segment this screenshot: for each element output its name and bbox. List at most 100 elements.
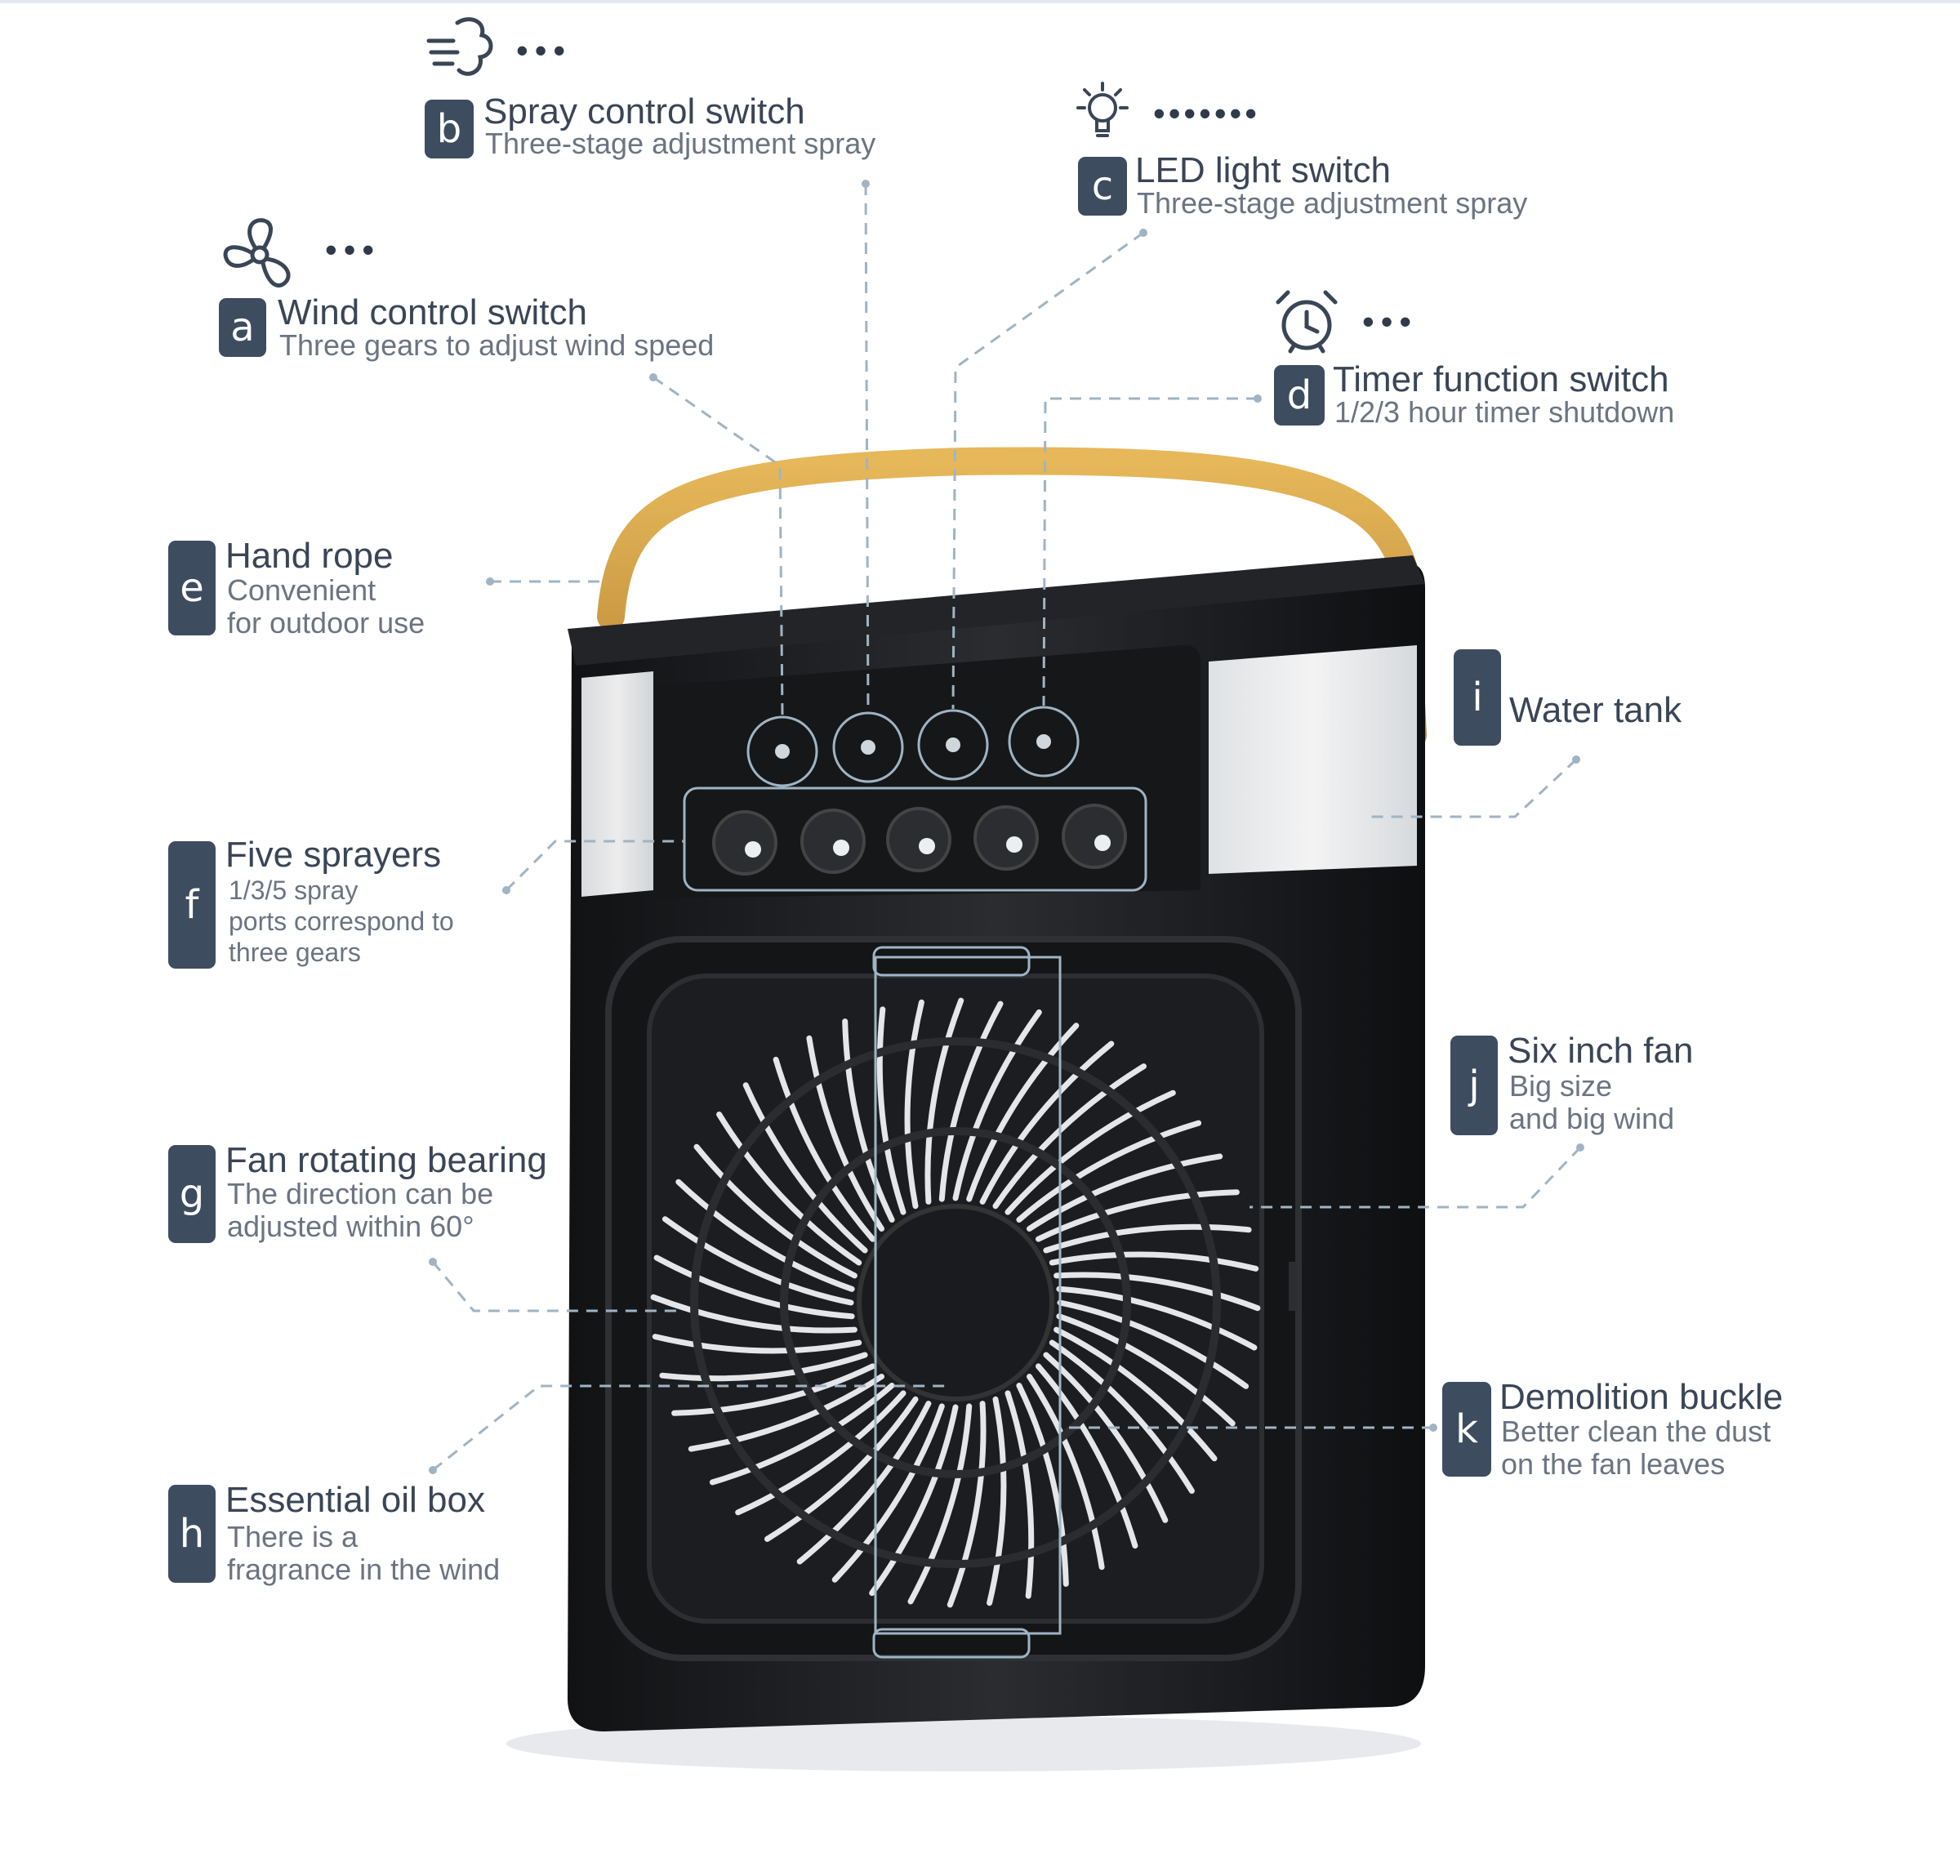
fan-spoke xyxy=(1027,1374,1105,1571)
fan-spoke xyxy=(653,1254,855,1320)
label-e-line-1: Convenient xyxy=(227,573,376,607)
badge-f: f xyxy=(168,841,216,969)
fan-spoke xyxy=(952,1009,1042,1201)
badge-e: e xyxy=(168,541,216,635)
badge-a: a xyxy=(219,298,266,357)
label-b-line-1: Three-stage adjustment spray xyxy=(485,127,876,160)
buckle-top xyxy=(872,946,1031,977)
wind-button xyxy=(746,715,818,787)
sprayer-frame xyxy=(683,786,1147,892)
fan-spoke xyxy=(735,1390,906,1516)
fan-spoke xyxy=(1056,1313,1236,1427)
fan-spoke xyxy=(1004,1090,1176,1215)
fan-grille-spokes xyxy=(650,997,1261,1608)
label-f-line-2: ports correspond to xyxy=(229,907,454,936)
fan-rings xyxy=(690,1037,1221,1568)
fan-spoke xyxy=(1027,1153,1223,1232)
label-c-title: LED light switch xyxy=(1135,150,1392,190)
fan-hub xyxy=(857,1204,1054,1401)
leader-lines xyxy=(431,183,1582,1472)
fan-spoke xyxy=(1004,1390,1035,1599)
fan-spoke xyxy=(979,1040,1115,1205)
label-j-line-2: and big wind xyxy=(1509,1102,1675,1135)
fan-spoke xyxy=(671,1363,875,1416)
badge-j: j xyxy=(1450,1036,1498,1135)
spray-button xyxy=(832,711,904,783)
fan-spoke xyxy=(1043,1352,1169,1523)
badge-c: c xyxy=(1078,157,1127,216)
label-g-line-2: adjusted within 60° xyxy=(227,1210,474,1243)
label-f-line-3: three gears xyxy=(229,938,361,967)
fan-spoke xyxy=(1036,1363,1138,1549)
fan-spoke xyxy=(675,1179,855,1292)
fan-spoke xyxy=(1043,1223,1252,1254)
fan-icon xyxy=(223,218,291,287)
label-k-line-1: Better clean the dust xyxy=(1501,1415,1771,1448)
label-b-title: Spray control switch xyxy=(483,91,805,131)
fan-spoke xyxy=(907,1403,973,1605)
water-tank-left-window xyxy=(581,671,653,897)
label-d-line-1: 1/2/3 hour timer shutdown xyxy=(1334,395,1675,429)
fan-spoke xyxy=(966,1023,1080,1202)
fan-spoke xyxy=(924,997,964,1205)
top-lid xyxy=(568,555,1425,666)
wind-level-dots: ••• xyxy=(325,230,381,269)
label-k-line-2: on the fan leaves xyxy=(1501,1447,1726,1481)
fan-spoke xyxy=(806,1035,884,1232)
fan-spoke xyxy=(659,1352,868,1382)
top-border xyxy=(0,0,1960,3)
fan-spoke xyxy=(742,1082,868,1254)
fan-spoke xyxy=(938,1000,1004,1202)
floor-shadow xyxy=(506,1716,1421,1771)
fan-spoke xyxy=(987,1396,1007,1606)
label-g-title: Fan rotating bearing xyxy=(225,1140,547,1180)
fan-spoke xyxy=(1049,1251,1259,1272)
label-j-title: Six inch fan xyxy=(1508,1031,1694,1071)
badge-g: g xyxy=(168,1145,216,1243)
fan-spoke xyxy=(1016,1120,1202,1223)
fan-spoke xyxy=(831,1403,945,1583)
label-e-line-2: for outdoor use xyxy=(227,606,425,639)
label-a-line-1: Three gears to adjust wind speed xyxy=(279,328,715,362)
label-a-title: Wind control switch xyxy=(278,292,588,332)
timer-level-dots: ••• xyxy=(1362,302,1419,341)
label-e-title: Hand rope xyxy=(225,536,394,576)
fan-spoke xyxy=(764,1396,919,1542)
label-k-title: Demolition buckle xyxy=(1499,1377,1784,1417)
fan-spoke xyxy=(773,1056,875,1242)
label-h-title: Essential oil box xyxy=(225,1480,485,1520)
fan-spoke xyxy=(1054,1326,1218,1462)
badge-d: d xyxy=(1274,365,1325,426)
label-g-line-1: The direction can be xyxy=(227,1177,494,1210)
badge-k: k xyxy=(1442,1382,1491,1477)
fan-spoke xyxy=(1054,1272,1261,1312)
spray-icon xyxy=(426,17,493,76)
label-h-line-1: There is a xyxy=(227,1520,359,1553)
fan-spoke xyxy=(652,1334,862,1354)
leader-endpoints xyxy=(429,180,1584,1474)
badge-h: h xyxy=(168,1485,216,1583)
fan-spoke xyxy=(1016,1383,1069,1587)
badge-b: b xyxy=(425,100,474,158)
label-h-line-2: fragrance in the wind xyxy=(227,1553,501,1586)
fan-spoke xyxy=(842,1018,895,1223)
timer-button xyxy=(1008,706,1080,778)
label-j-line-1: Big size xyxy=(1509,1069,1613,1103)
fan-spoke xyxy=(796,1401,932,1565)
fan-spoke xyxy=(716,1112,862,1266)
water-tank-right-window xyxy=(1209,645,1417,874)
label-d-title: Timer function switch xyxy=(1333,359,1669,399)
alarm-clock-icon xyxy=(1276,290,1338,354)
fan-spoke xyxy=(947,1401,987,1608)
fan-spoke xyxy=(1057,1299,1250,1389)
label-f-line-1: 1/3/5 spray xyxy=(229,876,359,905)
fan-spoke xyxy=(693,1143,858,1279)
fan-spoke xyxy=(1056,1286,1258,1351)
buckle-bottom xyxy=(872,1628,1031,1659)
label-f-title: Five sprayers xyxy=(225,835,442,875)
fan-spoke xyxy=(1036,1189,1240,1242)
fan-spoke xyxy=(662,1216,854,1306)
fan-spoke xyxy=(688,1374,884,1452)
spray-level-dots: ••• xyxy=(516,31,572,69)
